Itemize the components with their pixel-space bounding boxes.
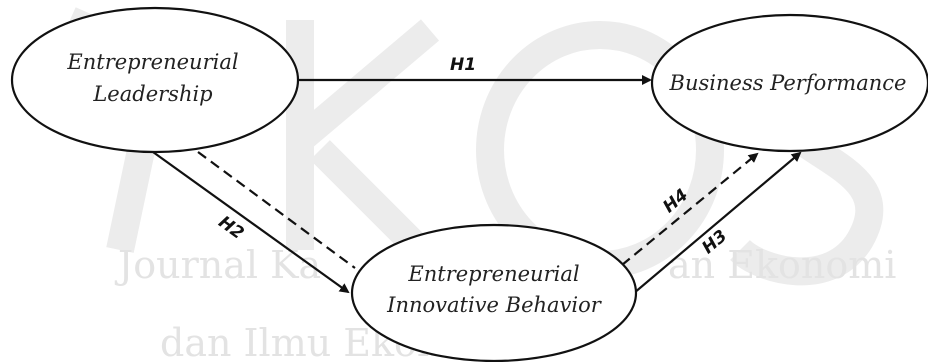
node-innovative-label-line1: Entrepreneurial bbox=[407, 262, 579, 286]
edges bbox=[152, 75, 802, 294]
edge-h3 bbox=[633, 151, 802, 294]
node-business-performance: Business Performance bbox=[650, 13, 928, 153]
edge-h2 bbox=[152, 151, 350, 294]
edge-h4 bbox=[621, 152, 759, 266]
node-entrepreneurial-innovative-behavior: Entrepreneurial Innovative Behavior bbox=[350, 223, 638, 362]
node-innovative-label-line2: Innovative Behavior bbox=[386, 293, 603, 317]
edge-label-h1: H1 bbox=[450, 55, 476, 75]
node-entrepreneurial-leadership: Entrepreneurial Leadership bbox=[10, 6, 300, 154]
node-leadership-ellipse bbox=[10, 6, 300, 154]
node-leadership-label-line1: Entrepreneurial bbox=[66, 50, 238, 74]
node-leadership-label-line2: Leadership bbox=[92, 82, 212, 106]
watermark-line1-a: Journal Ka bbox=[114, 243, 321, 287]
node-innovative-ellipse bbox=[350, 223, 638, 362]
watermark-line1-b: an Ekonomi bbox=[668, 243, 896, 287]
node-performance-label: Business Performance bbox=[669, 71, 907, 95]
node-performance-ellipse bbox=[650, 13, 928, 153]
edge-mediation-dashed bbox=[197, 151, 356, 269]
